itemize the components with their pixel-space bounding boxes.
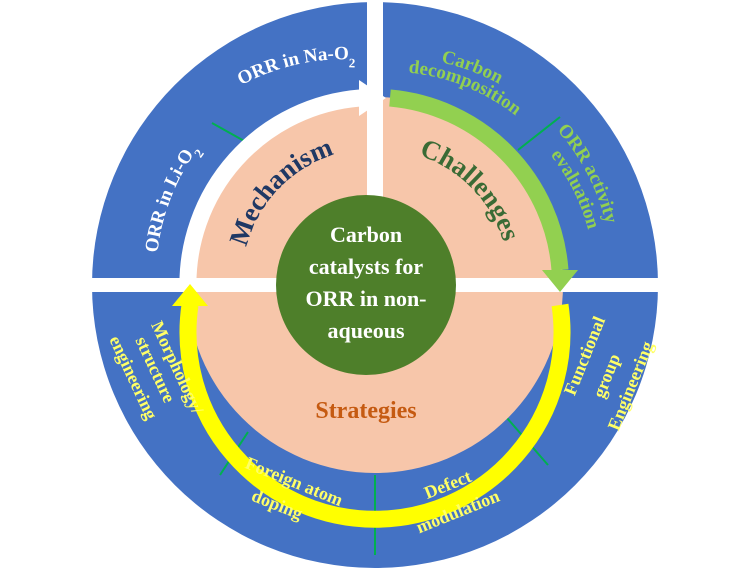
center-line-4: aqueous (327, 318, 404, 343)
center-disc (276, 195, 456, 375)
challenges-arrowhead (542, 270, 578, 292)
mechanism-arrowhead (359, 80, 386, 116)
center-line-3: ORR in non- (305, 286, 426, 311)
challenges-arrow (389, 89, 569, 271)
center-line-1: Carbon (330, 222, 402, 247)
strategies-arrowhead (172, 284, 208, 306)
center-label: Carbon catalysts for ORR in non- aqueous (305, 222, 426, 343)
center-line-2: catalysts for (309, 254, 423, 279)
strategies-arrow (179, 303, 571, 528)
strategies-title: Strategies (315, 398, 416, 424)
mechanism-arrow (179, 89, 361, 291)
